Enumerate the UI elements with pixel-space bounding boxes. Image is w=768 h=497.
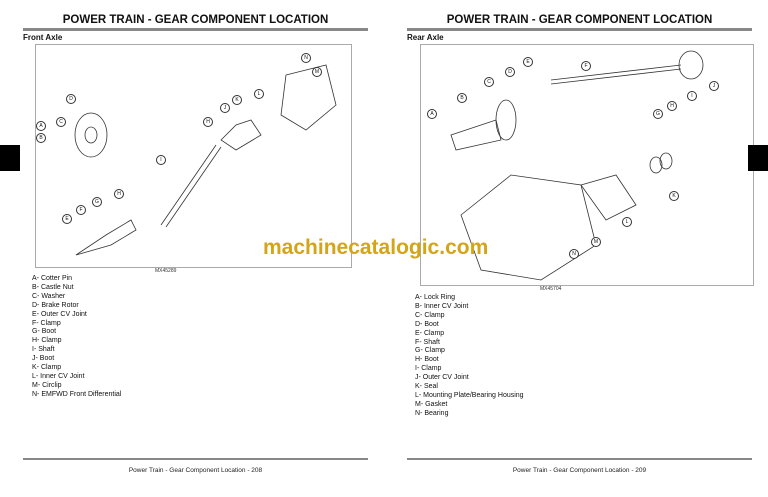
legend-item: J- Boot <box>32 355 55 363</box>
legend-item: E- Outer CV Joint <box>32 310 87 318</box>
legend-item: J- Outer CV Joint <box>415 374 469 382</box>
callout-m: M <box>312 67 322 77</box>
legend-item: M- Circlip <box>32 381 62 389</box>
front-axle-legend: A- Cotter Pin B- Castle Nut C- Washer D-… <box>32 275 121 400</box>
callout-d: D <box>505 67 515 77</box>
legend-item: E- Clamp <box>415 329 445 337</box>
page-tab-marker <box>0 145 20 171</box>
left-page-title: POWER TRAIN - GEAR COMPONENT LOCATION <box>62 14 329 26</box>
callout-e: E <box>523 57 533 67</box>
legend-item: L- Inner CV Joint <box>32 372 85 380</box>
legend-item: G- Clamp <box>415 347 445 355</box>
callout-f: F <box>76 205 86 215</box>
page-tab-marker <box>748 145 768 171</box>
callout-i: I <box>156 155 166 165</box>
header-rule <box>407 28 752 31</box>
callout-j: J <box>709 81 719 91</box>
legend-item: G- Boot <box>32 328 57 336</box>
legend-item: I- Clamp <box>415 365 442 373</box>
legend-item: H- Clamp <box>32 337 62 345</box>
footer-rule <box>407 458 752 460</box>
right-figure-id: MX45704 <box>540 286 562 292</box>
legend-item: C- Washer <box>32 292 66 300</box>
legend-item: B- Inner CV Joint <box>415 302 469 310</box>
callout-i: I <box>687 91 697 101</box>
callout-c: C <box>484 77 494 87</box>
right-page-title: POWER TRAIN - GEAR COMPONENT LOCATION <box>446 14 713 26</box>
callout-k: K <box>669 191 679 201</box>
callout-e: E <box>62 214 72 224</box>
callout-a: A <box>427 109 437 119</box>
right-section-title: Rear Axle <box>407 33 444 42</box>
callout-k: K <box>232 95 242 105</box>
right-footer: Power Train - Gear Component Location - … <box>512 467 647 474</box>
callout-a: A <box>36 121 46 131</box>
rear-axle-legend: A- Lock Ring B- Inner CV Joint C- Clamp … <box>415 294 524 419</box>
left-figure-id: MX45289 <box>155 268 177 274</box>
left-footer: Power Train - Gear Component Location - … <box>128 467 263 474</box>
front-axle-diagram: N M L K J D C A B H I H G F E <box>35 44 352 268</box>
legend-item: N- Bearing <box>415 409 449 417</box>
header-rule <box>23 28 368 31</box>
legend-item: D- Brake Rotor <box>32 301 79 309</box>
legend-item: L- Mounting Plate/Bearing Housing <box>415 391 524 399</box>
callout-b: B <box>36 133 46 143</box>
legend-item: K- Seal <box>415 383 438 391</box>
callout-j: J <box>220 103 230 113</box>
legend-item: C- Clamp <box>415 311 445 319</box>
legend-item: F- Clamp <box>32 319 61 327</box>
callout-h: H <box>203 117 213 127</box>
rear-axle-diagram: E F D C B A J I H G K L M N <box>420 44 754 286</box>
callout-l: L <box>254 89 264 99</box>
legend-item: H- Boot <box>415 356 439 364</box>
legend-item: M- Gasket <box>415 400 448 408</box>
legend-item: A- Lock Ring <box>415 294 456 301</box>
legend-item: F- Shaft <box>415 338 440 346</box>
legend-item: N- EMFWD Front Differential <box>32 390 122 398</box>
callout-d: D <box>66 94 76 104</box>
callout-m: M <box>591 237 601 247</box>
legend-item: A- Cotter Pin <box>32 275 73 282</box>
legend-item: K- Clamp <box>32 364 62 372</box>
watermark: machinecatalogic.com <box>263 236 489 259</box>
legend-item: D- Boot <box>415 320 439 328</box>
callout-l: L <box>622 217 632 227</box>
callout-h2: H <box>114 189 124 199</box>
legend-item: B- Castle Nut <box>32 283 74 291</box>
callout-c: C <box>56 117 66 127</box>
callout-n: N <box>301 53 311 63</box>
callout-h: H <box>667 101 677 111</box>
callout-f: F <box>581 61 591 71</box>
legend-item: I- Shaft <box>32 346 55 354</box>
left-section-title: Front Axle <box>23 33 63 42</box>
front-axle-drawing <box>74 64 337 256</box>
callout-g: G <box>92 197 102 207</box>
footer-rule <box>23 458 368 460</box>
callout-n: N <box>569 249 579 259</box>
callout-b: B <box>457 93 467 103</box>
callout-g: G <box>653 109 663 119</box>
